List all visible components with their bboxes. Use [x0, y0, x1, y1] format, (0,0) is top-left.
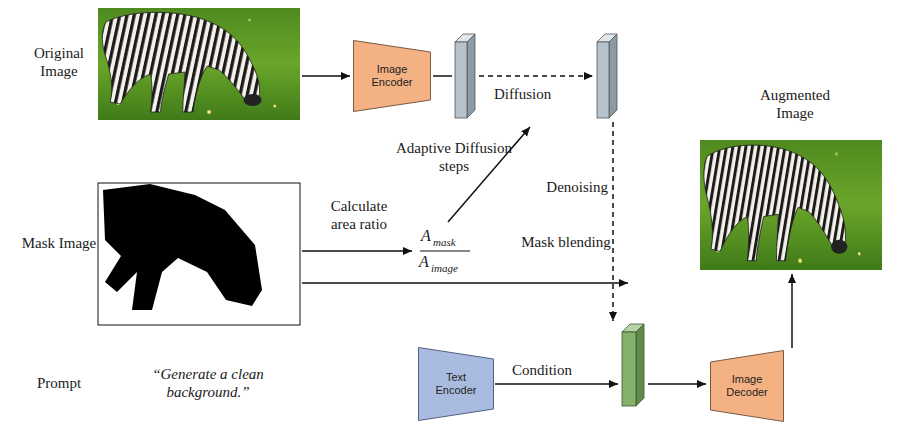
prompt-text: “Generate a clean background.”	[138, 365, 278, 401]
step-label: Diffusion	[494, 85, 574, 103]
encoder-block: Image Encoder	[353, 40, 431, 112]
output-label: Augmented Image	[740, 86, 850, 122]
encoder-block: Text Encoder	[418, 347, 494, 421]
step-label: Mask blending	[520, 233, 612, 251]
encoder-block: Image Decoder	[710, 350, 784, 422]
row-label: Mask Image	[20, 234, 98, 252]
block-label: Image Encoder	[364, 63, 420, 89]
row-label: Original Image	[20, 44, 98, 80]
block-label: Text Encoder	[429, 371, 483, 397]
step-label: Adaptive Diffusion steps	[392, 139, 516, 175]
formula-subscript: mask	[433, 236, 473, 249]
step-label: Denoising	[538, 178, 608, 196]
formula-subscript: image	[431, 262, 475, 275]
row-label: Prompt	[20, 374, 98, 392]
step-label: Condition	[512, 361, 592, 379]
block-label: Image Decoder	[721, 373, 773, 399]
step-label: Calculate area ratio	[318, 197, 400, 233]
